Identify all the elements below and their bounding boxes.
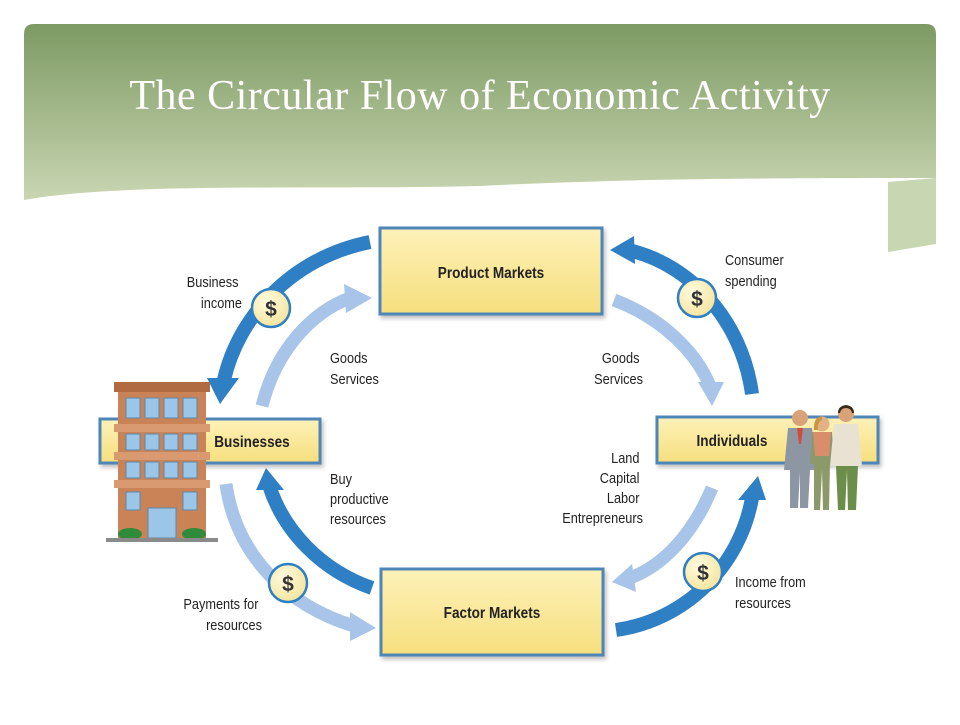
dollar-coin-icon: $ — [676, 277, 718, 319]
dollar-coin-icon: $ — [682, 551, 724, 593]
dollar-coin-icon: $ — [250, 287, 292, 329]
goods-to-product-markets-arrow — [255, 291, 353, 408]
land-capital-labor-entrepreneurs-label: Land Capital Labor Entrepreneurs — [562, 449, 643, 526]
dollar-coin-symbol: $ — [265, 298, 277, 321]
arrowhead — [698, 382, 724, 406]
dollar-coin-symbol: $ — [282, 573, 294, 596]
building-icon — [106, 382, 218, 542]
arrowhead — [207, 378, 239, 404]
dollar-coin-symbol: $ — [697, 562, 709, 585]
resources-to-businesses-arrow — [263, 485, 375, 595]
arrowhead — [612, 564, 636, 592]
dollar-coin-symbol: $ — [691, 288, 703, 311]
flow-labels: Business income Consumer spending Goods … — [183, 251, 809, 633]
arrowhead — [344, 284, 372, 313]
business-income-label: Business income — [187, 273, 242, 311]
goods-services-left-label: Goods Services — [330, 349, 379, 387]
income-from-resources-label: Income from resources — [735, 573, 809, 611]
slide-title: The Circular Flow of Economic Activity — [129, 73, 831, 119]
factor-markets-box: Factor Markets — [379, 567, 605, 657]
factor-markets-label: Factor Markets — [444, 605, 541, 622]
buy-productive-resources-label: Buy productive resources — [330, 470, 392, 527]
dollar-coin-icon: $ — [267, 562, 309, 604]
businesses-label: Businesses — [214, 434, 290, 451]
goods-services-right-label: Goods Services — [594, 349, 643, 387]
arrowhead — [350, 612, 376, 641]
header-banner — [24, 24, 936, 252]
arrowhead — [738, 476, 766, 500]
product-markets-box: Product Markets — [378, 226, 604, 316]
resources-to-factor-markets-arrow — [627, 485, 718, 585]
goods-to-individuals-arrow — [611, 293, 717, 389]
consumer-spending-label: Consumer spending — [725, 251, 787, 289]
payments-for-resources-label: Payments for resources — [183, 595, 262, 633]
arrowheads — [207, 236, 766, 641]
product-markets-label: Product Markets — [438, 265, 544, 282]
individuals-label: Individuals — [697, 433, 768, 450]
arrowhead — [610, 236, 635, 264]
arrowhead — [256, 468, 284, 490]
people-icon — [784, 405, 862, 510]
payments-for-resources-arrow — [219, 483, 356, 633]
